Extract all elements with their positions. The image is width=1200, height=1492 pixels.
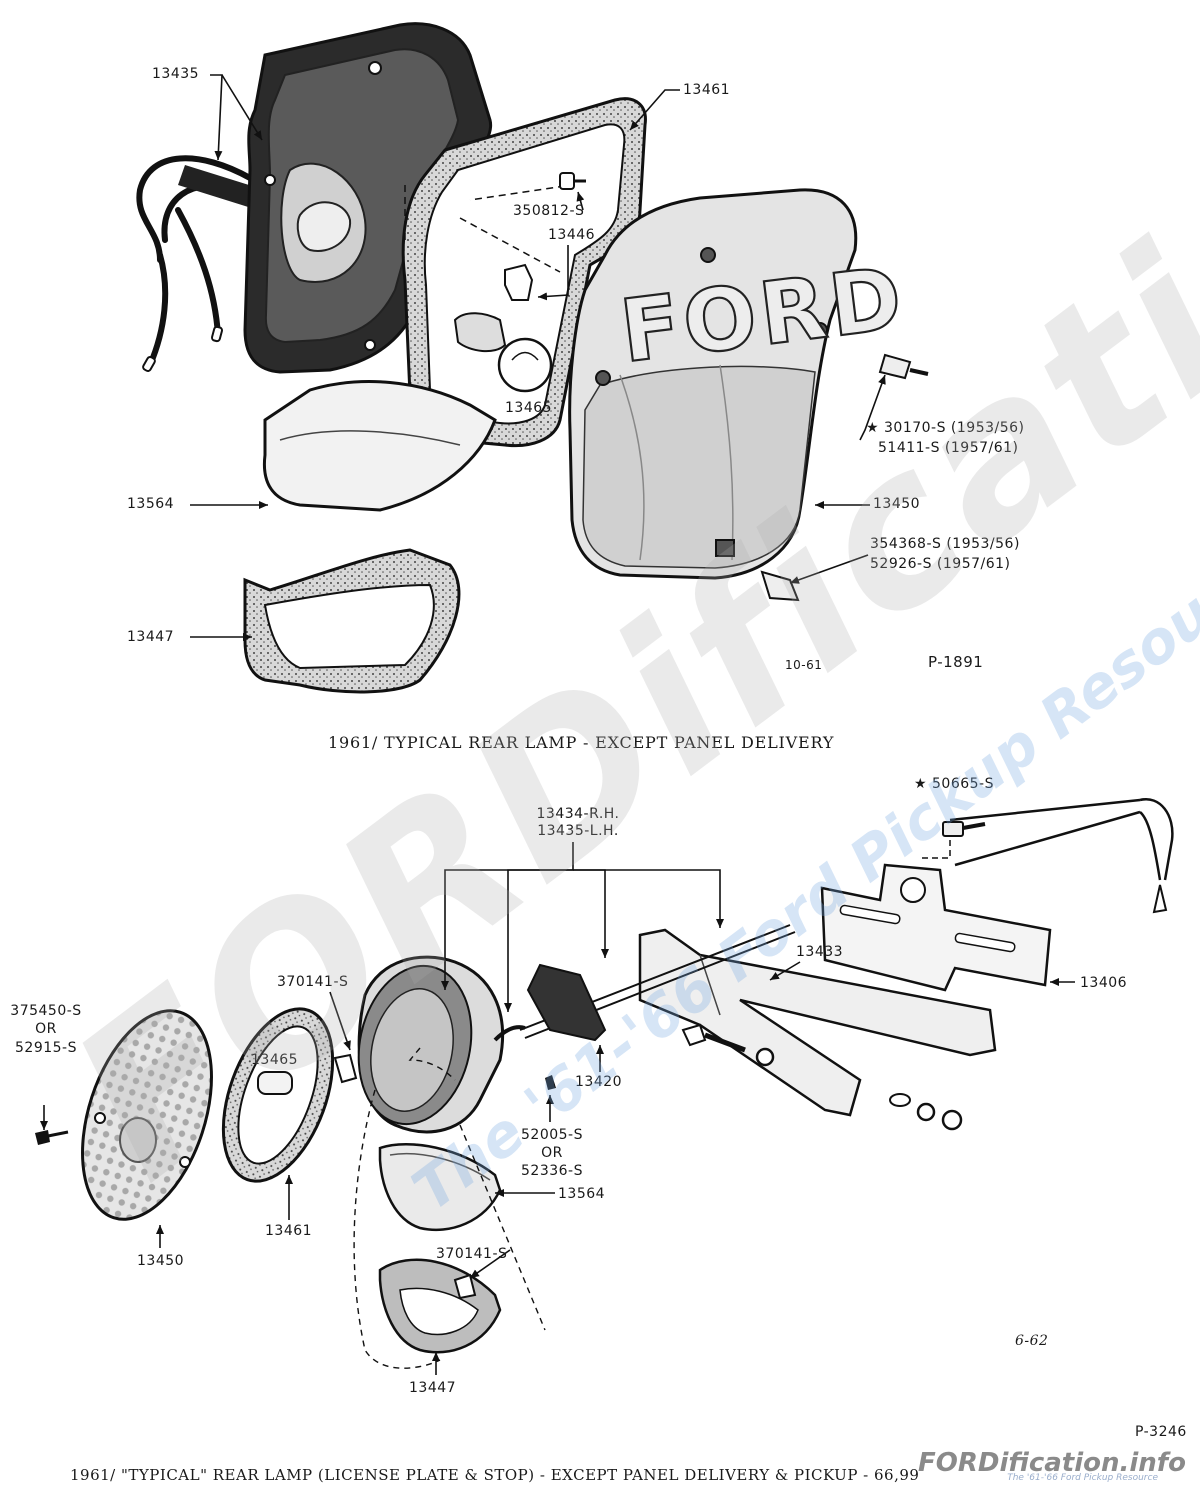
caption-top-figure: 1961/ TYPICAL REAR LAMP - EXCEPT PANEL D… <box>328 733 835 752</box>
label-52005-s: 52005-S <box>521 1127 583 1143</box>
label-13420: 13420 <box>575 1074 623 1090</box>
spacer-13420 <box>526 963 607 1042</box>
lens-13450 <box>568 188 858 580</box>
round-gasket-13461 <box>221 1007 335 1183</box>
dashed-leader-lines-top <box>404 185 566 273</box>
lamp-body-13435 <box>243 22 493 374</box>
label-13406: 13406 <box>1080 975 1128 991</box>
label-354368-s: 354368-S (1953/56) <box>870 536 1020 552</box>
date-code-top: 10-61 <box>785 658 823 672</box>
wire-terminal-1 <box>142 356 156 372</box>
clip-370141-s-upper <box>333 1053 358 1084</box>
reflector-13564-bottom <box>378 1142 502 1232</box>
label-13564: 13564 <box>127 496 175 512</box>
wire-grommet <box>178 165 265 210</box>
label-13461-bottom: 13461 <box>265 1223 313 1239</box>
label-13465-bottom: 13465 <box>251 1052 299 1068</box>
label-or-2: OR <box>541 1145 563 1161</box>
label-13564-bottom: 13564 <box>558 1186 606 1202</box>
label-13435: 13435 <box>152 66 200 82</box>
label-13450-bottom: 13450 <box>137 1253 185 1269</box>
reflector-13564 <box>262 380 497 512</box>
bulb-13465 <box>453 312 553 393</box>
wire-loom <box>949 797 1174 881</box>
round-lens-13450 <box>81 1009 213 1221</box>
label-370141-s-lower: 370141-S <box>436 1246 508 1262</box>
screw-52005-s <box>545 1075 556 1090</box>
screw-30170-s <box>878 353 929 380</box>
gasket-13447 <box>243 548 461 694</box>
label-13447-bottom: 13447 <box>409 1380 457 1396</box>
label-13461: 13461 <box>683 82 731 98</box>
label-375450-s: 375450-S <box>10 1003 82 1019</box>
label-52926-s: 52926-S (1957/61) <box>870 556 1011 572</box>
footer-tagline: The '61-'66 Ford Pickup Resource <box>1007 1473 1158 1483</box>
wire-terminal-3 <box>1152 884 1168 914</box>
gasket-13447-bottom <box>378 1258 502 1354</box>
caption-bottom-figure: 1961/ "TYPICAL" REAR LAMP (LICENSE PLATE… <box>70 1466 920 1484</box>
label-13434-rh: 13434-R.H. <box>536 806 620 822</box>
leaders-top <box>190 74 886 641</box>
label-13465: 13465 <box>505 400 553 416</box>
leaders-bottom <box>40 842 1075 1375</box>
label-370141-s-upper: 370141-S <box>277 974 349 990</box>
footer-brand-logo: FORDification.info <box>918 1448 1186 1478</box>
license-bracket-13406 <box>820 863 1052 992</box>
dashed-leader-lines-bottom <box>353 1047 546 1369</box>
screw-50665-s <box>942 821 986 837</box>
label-or-1: OR <box>35 1021 57 1037</box>
clip-370141-s-lower <box>453 1273 477 1300</box>
label-13450: 13450 <box>873 496 921 512</box>
label-52915-s: 52915-S <box>15 1040 77 1056</box>
ref-code-p3246: P-3246 <box>1135 1424 1187 1440</box>
screw-350812-s <box>559 172 586 190</box>
lamp-housing-13434-13435 <box>357 955 526 1134</box>
hardware-bolt-washer-nut <box>681 1023 963 1131</box>
screw-52926-s <box>760 570 800 602</box>
label-13433: 13433 <box>796 944 844 960</box>
label-51411-s: 51411-S (1957/61) <box>878 440 1019 456</box>
label-30170-s: ★ 30170-S (1953/56) <box>866 420 1025 436</box>
clip-13446 <box>504 263 534 301</box>
label-13435-lh: 13435-L.H. <box>537 823 619 839</box>
dashed-leader-50665 <box>920 840 951 859</box>
label-13446: 13446 <box>548 227 596 243</box>
label-350812-s: 350812-S <box>513 203 585 219</box>
label-50665-s: ★ 50665-S <box>914 776 994 792</box>
date-code-bottom: 6-62 <box>1015 1333 1049 1349</box>
ref-code-p1891: P-1891 <box>928 653 984 671</box>
screw-52915-s <box>35 1130 69 1145</box>
label-13447: 13447 <box>127 629 175 645</box>
wire-terminal-2 <box>210 325 224 343</box>
label-52336-s: 52336-S <box>521 1163 583 1179</box>
